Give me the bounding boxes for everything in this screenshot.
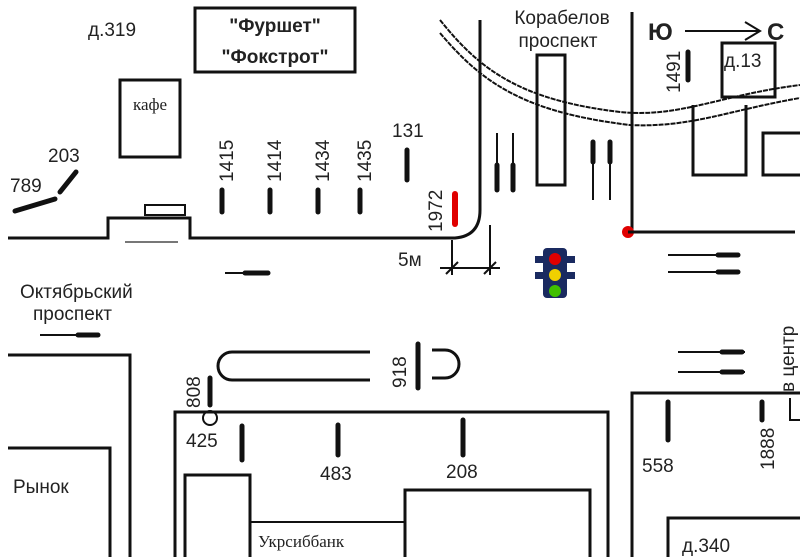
street-oktyabrsky-label-2: проспект [33,304,112,325]
stop-1491-label: 1491 [664,51,685,93]
distance-label: 5м [398,250,422,271]
building-east-1 [691,105,748,177]
stop-1972-label: 1972 [426,190,447,232]
stop-1434: 1434 [313,139,334,215]
stop-1435: 1435 [355,140,376,215]
cafe-label: кафе [133,95,167,114]
median-block [535,53,567,187]
kiosk [144,204,186,216]
compass-north-label: С [767,19,784,46]
traffic-island [216,350,370,382]
stop-131-label: 131 [392,121,424,142]
house-319-label: д.319 [88,20,136,41]
street-korabelov-label-1: Корабелов [514,8,609,29]
compass: Ю С [648,19,784,46]
direction-marker [789,398,800,421]
building-small [183,473,252,557]
stop-1491: 1491 [664,49,691,93]
stop-1414-label: 1414 [265,139,286,182]
stop-918: 918 [390,341,421,391]
building-south [403,488,592,557]
compass-south-label: Ю [648,19,673,46]
stop-203-marker [57,169,79,195]
stop-1415: 1415 [217,140,238,215]
market-label: Рынок [13,477,69,498]
stop-203-label: 203 [48,146,80,167]
house-13-label: д.13 [724,51,762,72]
traffic-light-icon [535,248,575,298]
tram-track [439,19,800,127]
cafe-building: кафе [118,78,182,159]
building-block-central [173,410,610,557]
building-block-east [630,391,800,557]
building-market [8,446,112,557]
house-13: д.13 [720,41,777,99]
lane-markers [40,133,745,375]
stop-789-marker [12,196,58,214]
stop-789-label: 789 [10,176,42,197]
stop-1435-label: 1435 [355,140,376,182]
shop-label-2: "Фокстрот" [221,47,328,68]
shop-label-1: "Фуршет" [229,16,321,37]
u-turn-marker [432,348,461,380]
stop-208-label: 208 [446,462,478,483]
stop-483-label: 483 [320,464,352,485]
stop-1888-label: 1888 [758,428,779,470]
building-market-outer [8,353,132,557]
stop-425-label: 425 [186,431,218,452]
bank-label: Укрсиббанк [258,532,345,551]
road-edge-north [8,20,482,240]
stop-1888: 1888 [758,428,779,470]
stop-1414: 1414 [265,139,286,215]
house-340-label: д.340 [682,536,730,557]
house-340-building [666,516,800,557]
stop-1972-highlighted: 1972 [426,190,458,232]
stop-808-label: 808 [184,376,205,408]
stop-558-label: 558 [642,456,674,477]
stop-1434-label: 1434 [313,139,334,182]
street-korabelov-label-2: проспект [518,31,597,52]
to-center-label: в центр [778,326,799,392]
distance-marker: 5м [398,225,500,275]
stop-808: 808 [184,375,218,426]
stop-918-label: 918 [390,356,411,388]
shop-fourchette-foxtrot: "Фуршет" "Фокстрот" [193,6,357,74]
street-oktyabrsky-label-1: Октябрьский [20,282,133,303]
stop-1415-label: 1415 [217,140,238,182]
stop-131: 131 [392,121,424,183]
building-east-2 [761,131,800,177]
